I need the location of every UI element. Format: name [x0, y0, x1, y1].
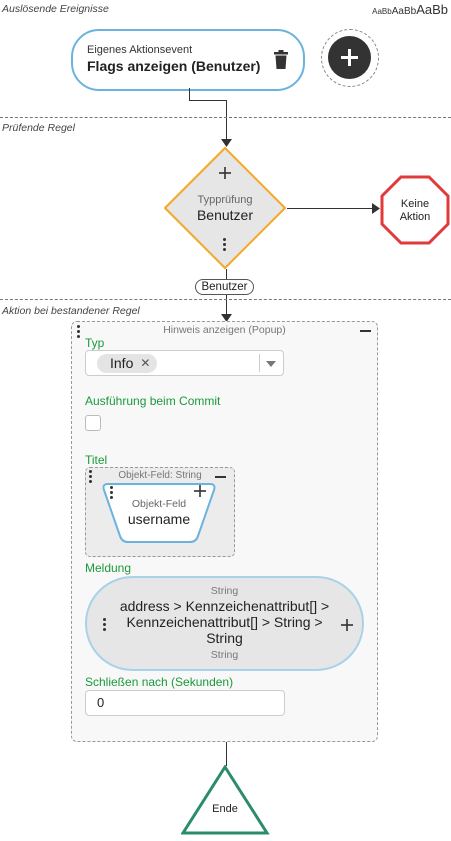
stop-octagon-shape: [380, 175, 450, 245]
event-node[interactable]: Eigenes Aktionsevent Flags anzeigen (Ben…: [71, 29, 305, 91]
branch-label[interactable]: Benutzer: [195, 279, 254, 295]
font-size-medium[interactable]: AaBb: [391, 6, 417, 17]
type-label: Typ: [85, 336, 105, 350]
rule-diamond-shape: [164, 147, 286, 269]
more-vert-icon[interactable]: [89, 470, 92, 483]
section-label-check: Prüfende Regel: [2, 122, 75, 134]
connector-line: [226, 295, 227, 316]
more-vert-icon[interactable]: [110, 486, 113, 499]
message-line-3: String: [206, 630, 243, 646]
trash-icon[interactable]: [273, 50, 289, 70]
message-expression-node[interactable]: String address > Kennzeichenattribut[] >…: [85, 576, 364, 671]
close-after-label: Schließen nach (Sekunden): [85, 675, 234, 689]
no-action-line2: Aktion: [399, 211, 431, 223]
more-vert-icon[interactable]: [223, 238, 226, 251]
font-size-selector[interactable]: AaBbAaBbAaBb: [372, 2, 448, 17]
title-field-value: username: [127, 511, 191, 527]
close-after-input[interactable]: 0: [85, 690, 285, 716]
collapse-icon[interactable]: [360, 330, 371, 332]
add-event-circle: [328, 36, 371, 79]
title-label: Titel: [85, 453, 108, 467]
connector-line: [226, 269, 227, 279]
end-node[interactable]: Ende: [181, 765, 271, 835]
connector-line: [226, 742, 227, 766]
message-type-top: String: [210, 585, 239, 597]
title-object-field-panel: Objekt-Feld: String Objekt-Feld username: [85, 467, 235, 557]
chip-remove-icon[interactable]: ✕: [140, 356, 151, 370]
popup-title: Hinweis anzeigen (Popup): [163, 324, 286, 336]
section-divider: [0, 299, 451, 300]
font-size-large[interactable]: AaBb: [416, 2, 448, 17]
message-label: Meldung: [85, 561, 132, 575]
plus-icon[interactable]: [341, 619, 353, 631]
commit-label: Ausführung beim Commit: [85, 394, 221, 408]
title-field-kind: Objekt-Feld: [131, 498, 187, 510]
end-label: Ende: [212, 803, 238, 815]
plus-icon[interactable]: [219, 167, 231, 179]
plus-icon: [341, 49, 358, 66]
connector-line: [287, 208, 373, 209]
more-vert-icon[interactable]: [77, 325, 80, 338]
message-type-bottom: String: [210, 649, 239, 661]
type-select[interactable]: Info ✕: [85, 350, 284, 376]
message-line-2: Kennzeichenattribut[] > String >: [126, 614, 323, 630]
popup-action-panel: Hinweis anzeigen (Popup) Typ Info ✕ Ausf…: [71, 321, 378, 742]
connector-line: [189, 88, 190, 100]
no-action-line1: Keine: [400, 198, 430, 210]
message-line-1: address > Kennzeichenattribut[] >: [119, 598, 330, 614]
no-action-node[interactable]: Keine Aktion: [380, 175, 450, 245]
more-vert-icon[interactable]: [103, 618, 106, 631]
title-field-header: Objekt-Feld: String: [118, 470, 202, 481]
rule-subtitle: Typprüfung: [197, 194, 253, 206]
arrow-head-icon: [221, 139, 232, 147]
collapse-icon[interactable]: [215, 476, 226, 478]
select-divider: [259, 354, 260, 372]
arrow-head-icon: [372, 203, 380, 214]
no-action-label: Keine Aktion: [380, 198, 450, 224]
arrow-head-icon: [221, 314, 232, 322]
connector-line: [226, 100, 227, 143]
event-title: Flags anzeigen (Benutzer): [87, 58, 261, 74]
object-field-shape: [102, 483, 216, 543]
section-divider: [0, 117, 451, 118]
rule-title: Benutzer: [196, 207, 254, 223]
plus-icon[interactable]: [194, 485, 206, 497]
rule-node[interactable]: Typprüfung Benutzer: [163, 146, 287, 270]
chevron-down-icon[interactable]: [266, 361, 276, 367]
add-event-button[interactable]: [321, 29, 379, 87]
event-subtitle: Eigenes Aktionsevent: [87, 44, 193, 56]
section-label-action: Aktion bei bestandener Regel: [2, 305, 140, 317]
type-chip: Info ✕: [97, 354, 158, 373]
font-size-small[interactable]: AaBb: [372, 7, 392, 16]
message-expression-text: address > Kennzeichenattribut[] > Kennze…: [87, 598, 362, 646]
connector-line: [189, 100, 226, 101]
end-triangle-shape: [181, 765, 270, 835]
section-label-trigger: Auslösende Ereignisse: [2, 3, 109, 15]
commit-checkbox[interactable]: [85, 415, 101, 431]
type-chip-label: Info: [110, 355, 134, 371]
